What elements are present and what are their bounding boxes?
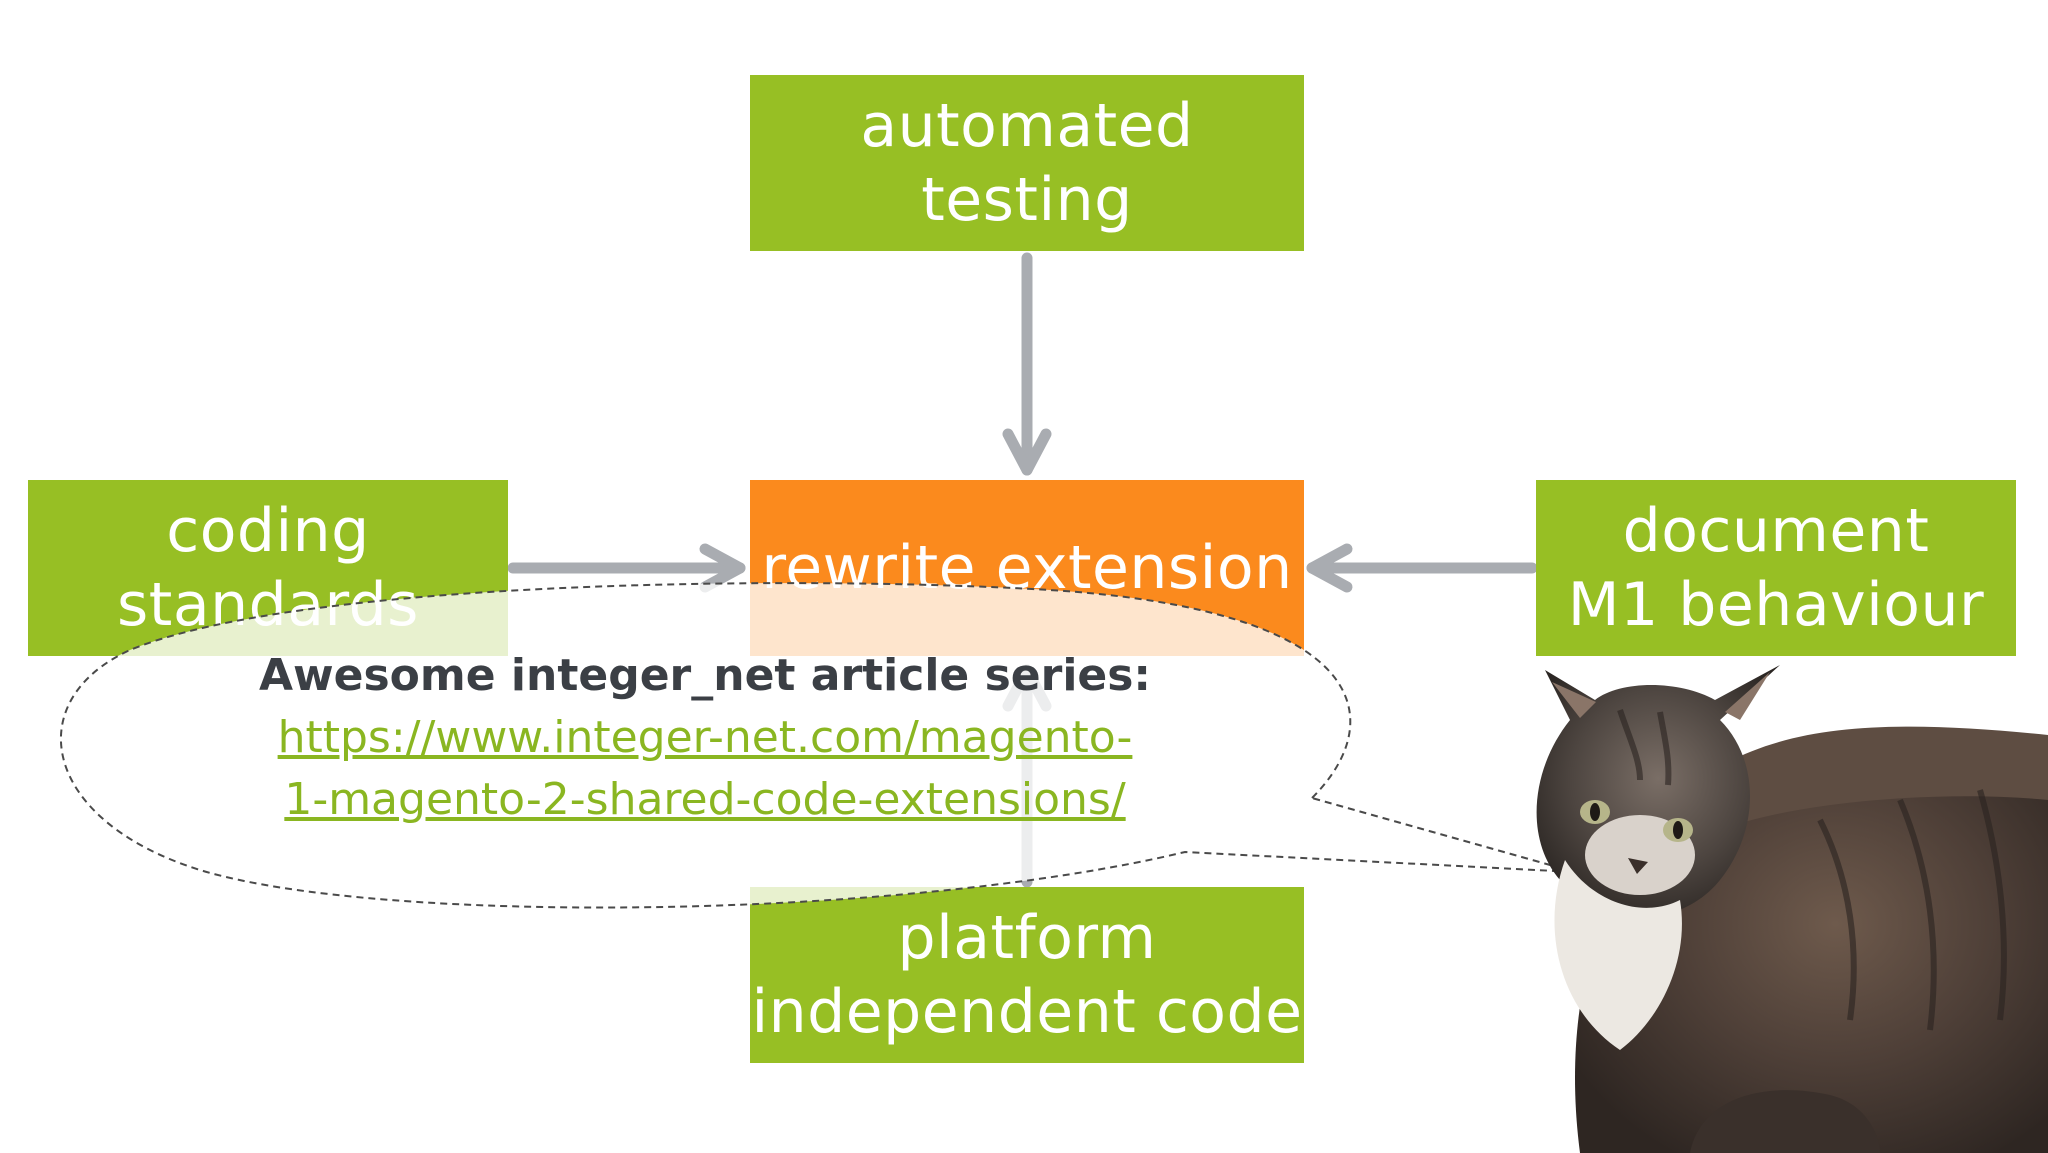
box-document-line-2: M1 behaviour	[1567, 570, 1985, 640]
speech-bubble-text: Awesome integer_net article series: http…	[210, 645, 1200, 831]
article-link-line-1[interactable]: https://www.integer-net.com/magento-	[277, 712, 1133, 763]
box-platform-independent-code: platform independent code	[750, 887, 1304, 1063]
article-link-line-2[interactable]: 1-magento-2-shared-code-extensions/	[284, 774, 1126, 825]
arrow-right-to-center	[1306, 543, 1538, 593]
arrow-left-to-center	[507, 543, 746, 593]
box-document-line-1: document	[1622, 496, 1930, 566]
box-document-m1-behaviour: document M1 behaviour	[1536, 480, 2016, 656]
bubble-title: Awesome integer_net article series:	[258, 650, 1152, 701]
box-platform-line-2: independent code	[751, 977, 1303, 1047]
box-platform-line-1: platform	[897, 903, 1157, 973]
box-automated-testing: automated testing	[750, 75, 1304, 251]
arrow-top-to-center	[1002, 252, 1052, 476]
box-automated-testing-label: automated testing	[860, 91, 1194, 235]
